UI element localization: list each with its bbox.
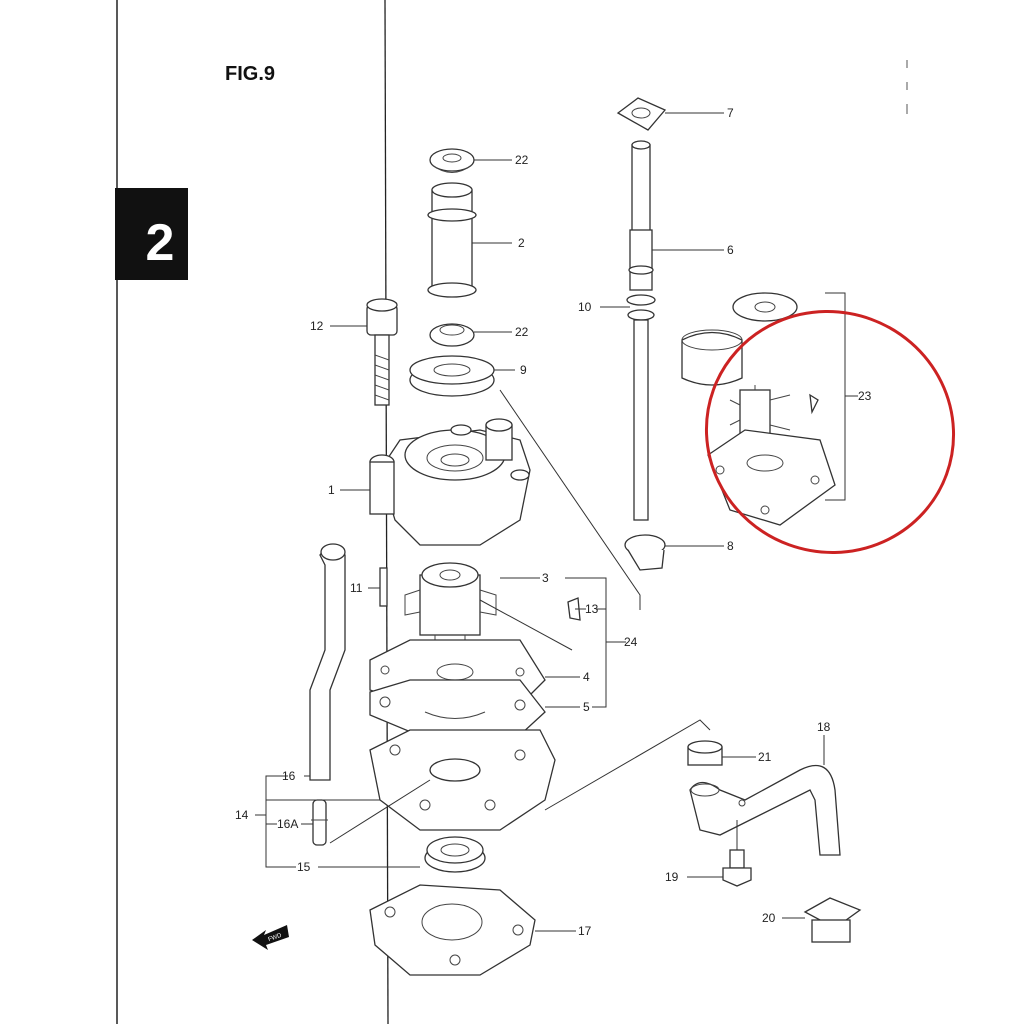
- callout-21: 21: [758, 750, 772, 764]
- part-15-oil-seal: [424, 836, 486, 873]
- section-number: 2: [146, 214, 175, 272]
- part-11-pin: [379, 567, 388, 607]
- part-22-seal-top: [429, 148, 475, 173]
- callout-22-lower: 22: [515, 325, 529, 339]
- lower-case-plate: [369, 729, 556, 831]
- fwd-arrow-icon: [252, 925, 289, 950]
- callout-22-top: 22: [515, 153, 529, 167]
- callout-10: 10: [578, 300, 592, 314]
- callout-7: 7: [727, 106, 734, 120]
- part-9-grommet: [409, 355, 495, 397]
- part-2-tube: [427, 182, 477, 298]
- leader-lines: [255, 112, 858, 932]
- part-12-bolt: [366, 298, 398, 406]
- section-tab: [115, 188, 188, 280]
- callout-1: 1: [328, 483, 335, 497]
- callout-8: 8: [727, 539, 734, 553]
- callout-24: 24: [624, 635, 638, 649]
- part-19-bolt: [722, 849, 752, 887]
- part-20-grommet: [803, 897, 862, 943]
- callout-labels: 22 2 22 9 12 1 7 6 10 23 8 3 13 24 11 4 …: [235, 106, 872, 943]
- part-8-grommet: [624, 534, 666, 571]
- part-16a-nipple: [311, 799, 328, 846]
- callout-16: 16: [282, 769, 296, 783]
- fwd-label: FWD: [268, 933, 284, 944]
- callout-23: 23: [858, 389, 872, 403]
- callout-19: 19: [665, 870, 679, 884]
- callout-15: 15: [297, 860, 311, 874]
- callout-11: 11: [350, 581, 363, 595]
- callout-4: 4: [583, 670, 590, 684]
- callout-6: 6: [727, 243, 734, 257]
- callout-18: 18: [817, 720, 831, 734]
- part-7-grommet: [616, 97, 667, 131]
- part-23-repair-kit: [681, 292, 836, 526]
- callout-13: 13: [585, 602, 599, 616]
- part-17-gasket: [369, 884, 536, 976]
- figure-title: FIG.9: [225, 63, 275, 85]
- callout-17: 17: [578, 924, 592, 938]
- part-22-seal-lower: [429, 323, 475, 347]
- callout-2: 2: [518, 236, 525, 250]
- callout-16a: 16A: [277, 817, 298, 831]
- callout-5: 5: [583, 700, 590, 714]
- part-18-pipe: [689, 764, 841, 856]
- callout-9: 9: [520, 363, 527, 377]
- callout-20: 20: [762, 911, 776, 925]
- part-6-water-tube: [626, 140, 656, 521]
- part-3-impeller: [404, 562, 497, 648]
- callout-12: 12: [310, 319, 324, 333]
- highlight-circle-part-23: [704, 310, 956, 554]
- part-21-collar: [687, 740, 723, 766]
- callout-14: 14: [235, 808, 249, 822]
- callout-3: 3: [542, 571, 549, 585]
- part-5-gasket: [369, 679, 546, 741]
- part-13-key: [567, 597, 581, 621]
- part-1-pump-housing: [369, 418, 531, 546]
- part-16-hose: [309, 543, 346, 781]
